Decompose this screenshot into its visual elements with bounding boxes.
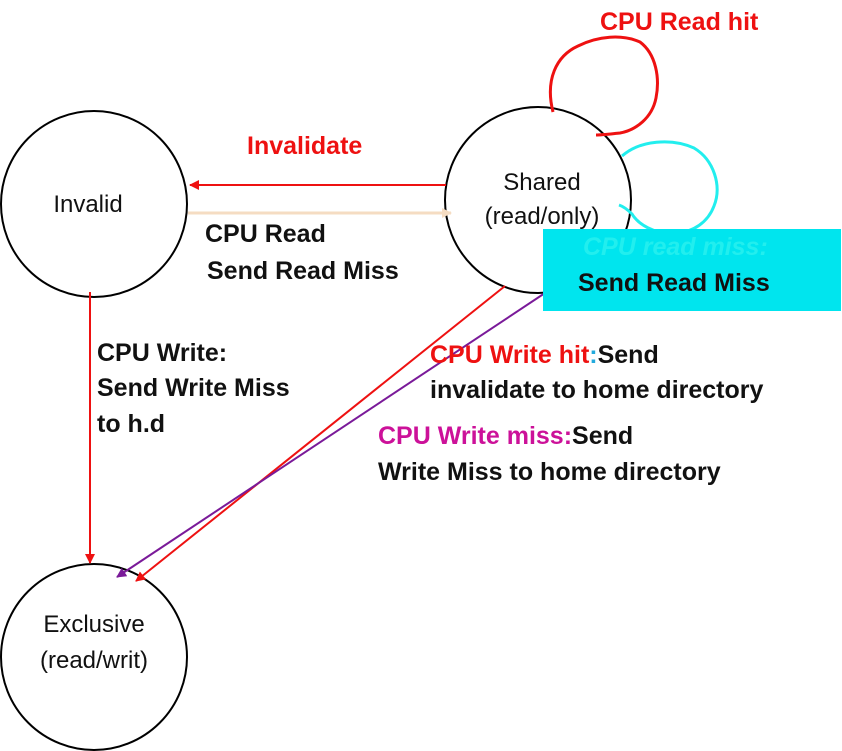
label-cpu-read: CPU Read [205, 220, 326, 248]
label-cpu-write: CPU Write: [97, 339, 228, 367]
state-invalid-label: Invalid [53, 191, 122, 218]
arrow-write-hit [135, 285, 506, 582]
arrow-write-miss [116, 292, 546, 578]
label-write-hit-action: invalidate to home directory [430, 376, 764, 404]
state-exclusive-label: Exclusive [43, 611, 144, 638]
label-write-hit-colon: : [589, 341, 598, 369]
loop-read-miss [618, 140, 719, 236]
label-cpu-write-action: Send Write Miss [97, 374, 290, 402]
label-write-miss-action: Write Miss to home directory [378, 458, 721, 486]
label-write-miss-send: Send [572, 422, 634, 450]
state-exclusive-sublabel: (read/writ) [40, 647, 148, 674]
label-write-hit-event: CPU Write hit [430, 341, 590, 369]
label-write-hit-send: Send [597, 341, 659, 369]
state-invalid-circle [0, 110, 188, 298]
label-invalidate: Invalidate [247, 132, 363, 160]
label-write-miss: CPU Write miss:Send [378, 417, 633, 455]
state-shared-label: Shared [503, 169, 580, 196]
loop-read-hit [548, 35, 659, 137]
label-read-hit: CPU Read hit [600, 8, 759, 36]
label-cpu-read-action: Send Read Miss [207, 257, 399, 285]
state-exclusive-circle [0, 563, 188, 751]
read-miss-highlight: CPU read miss: Send Read Miss [543, 229, 841, 311]
state-shared-sublabel: (read/only) [485, 203, 600, 230]
label-read-miss-action: Send Read Miss [578, 269, 770, 297]
label-read-miss: CPU read miss: [583, 233, 768, 261]
label-cpu-write-target: to h.d [97, 410, 166, 438]
label-write-miss-event: CPU Write miss: [378, 422, 573, 450]
label-write-hit: CPU Write hit:Send [430, 336, 659, 374]
